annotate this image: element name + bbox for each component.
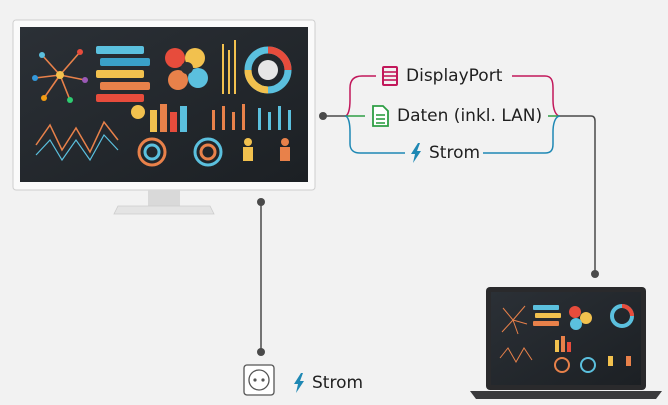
- laptop-base: [470, 391, 662, 399]
- screen-infographics: [32, 40, 292, 167]
- lightning-bolt-icon: [294, 373, 304, 393]
- laptop-screen-infographics: [499, 304, 634, 373]
- usb-c-cable: [319, 75, 599, 278]
- displayport-text: DisplayPort: [406, 66, 503, 86]
- power-usb-label: Strom: [409, 143, 480, 163]
- laptop: [470, 287, 662, 399]
- data-text: Daten (inkl. LAN): [397, 106, 543, 126]
- power-outlet-icon: [243, 364, 275, 396]
- outlet-power-label: Strom: [292, 373, 363, 393]
- lightning-bolt-icon: [411, 143, 421, 163]
- power-usb-text: Strom: [429, 143, 481, 163]
- document-icon: [372, 105, 389, 127]
- outlet-power-text: Strom: [312, 373, 364, 393]
- power-cable: [257, 198, 265, 356]
- monitor: [12, 19, 316, 215]
- data-label: Daten (inkl. LAN): [369, 105, 542, 127]
- film-icon: [382, 66, 398, 86]
- displayport-label: DisplayPort: [380, 66, 502, 86]
- monitor-stand: [148, 190, 180, 206]
